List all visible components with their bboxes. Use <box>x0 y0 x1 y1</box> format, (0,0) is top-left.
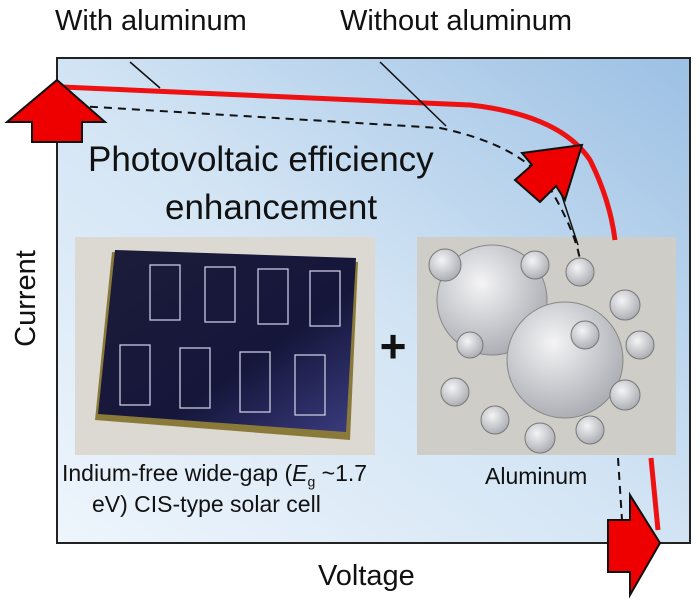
caption-text-b: ~1.7 <box>315 460 368 486</box>
caption-g: g <box>307 473 316 490</box>
label-without-aluminum: Without aluminum <box>340 5 573 37</box>
solar-cell-caption-line2: eV) CIS-type solar cell <box>92 491 321 517</box>
title-line1: Photovoltaic efficiency <box>88 140 434 179</box>
caption-E: E <box>292 460 308 486</box>
arrow-diagonal-icon <box>513 143 584 204</box>
arrow-up-icon <box>4 78 108 143</box>
arrow-right-icon <box>607 491 662 599</box>
aluminum-caption: Aluminum <box>485 463 588 489</box>
solar-cell-caption-line1: Indium-free wide-gap (Eg ~1.7 <box>62 460 367 490</box>
solar-cell-photo <box>75 237 375 455</box>
label-with-aluminum: With aluminum <box>55 5 247 37</box>
aluminum-photo <box>417 237 676 455</box>
curve-with-aluminum <box>61 84 618 241</box>
y-axis-label: Current <box>9 250 42 347</box>
title-line2: enhancement <box>165 188 378 227</box>
callout-without <box>379 61 447 127</box>
x-axis-label: Voltage <box>318 560 415 592</box>
curve-without-aluminum-tail <box>617 457 623 521</box>
plus-sign: + <box>380 320 407 372</box>
curve-with-aluminum-tail <box>648 457 661 531</box>
curve-without-aluminum <box>61 104 581 261</box>
caption-text: Indium-free wide-gap ( <box>62 460 293 486</box>
callout-with <box>129 61 161 89</box>
